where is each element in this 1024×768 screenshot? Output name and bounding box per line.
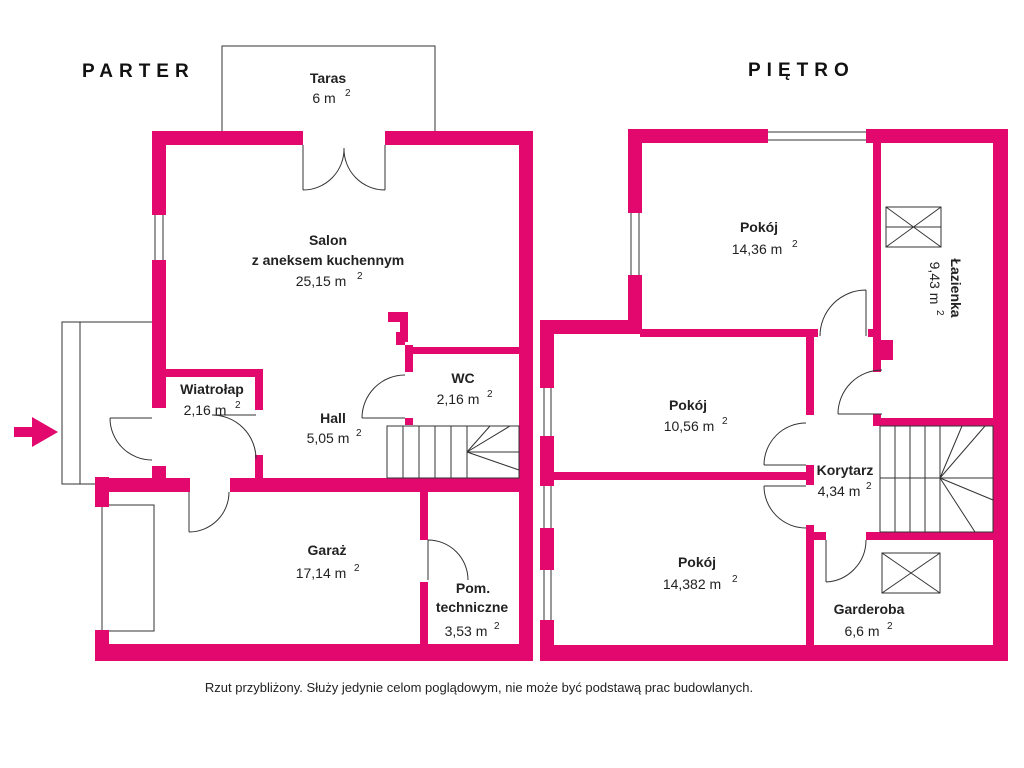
svg-text:2: 2: [732, 574, 738, 585]
svg-text:2: 2: [354, 563, 360, 574]
svg-text:2,16 m: 2,16 m: [184, 402, 227, 418]
wall: [806, 532, 1006, 540]
svg-text:Salon: Salon: [309, 232, 347, 248]
svg-text:14,36 m: 14,36 m: [732, 241, 783, 257]
svg-text:Korytarz: Korytarz: [817, 462, 874, 478]
svg-text:10,56 m: 10,56 m: [664, 418, 715, 434]
upper-floor: [539, 128, 1008, 661]
room-salon: Salon z aneksem kuchennym 25,15 m 2: [252, 232, 405, 289]
svg-text:25,15 m: 25,15 m: [296, 273, 347, 289]
svg-text:5,05 m: 5,05 m: [307, 430, 350, 446]
ground-floor-title: PARTER: [82, 61, 195, 82]
svg-text:9,43 m: 9,43 m: [927, 262, 943, 305]
porch-outline: [61, 321, 155, 485]
svg-text:6 m: 6 m: [312, 90, 335, 106]
svg-text:Pom.: Pom.: [456, 580, 490, 596]
svg-text:Taras: Taras: [310, 70, 347, 86]
room-wc: WC 2,16 m 2: [437, 370, 493, 407]
svg-text:2: 2: [345, 88, 351, 99]
wall: [95, 644, 533, 661]
skylight-icon: [885, 206, 942, 248]
room-pokoj-2: Pokój 10,56 m 2: [664, 397, 728, 434]
room-techniczne: Pom. techniczne 3,53 m 2: [436, 580, 509, 639]
room-pokoj-1: Pokój 14,36 m 2: [732, 219, 798, 257]
room-korytarz: Korytarz 4,34 m 2: [817, 462, 874, 499]
upper-stairs: [879, 425, 994, 533]
skylight-icon: [881, 552, 941, 594]
svg-text:2: 2: [866, 481, 872, 492]
terrace-door: [302, 145, 386, 191]
ground-stairs: [386, 425, 520, 479]
ground-floor: [14, 45, 533, 661]
wall: [95, 478, 533, 492]
wall: [152, 369, 262, 377]
wall: [400, 312, 408, 342]
svg-text:Wiatrołap: Wiatrołap: [180, 381, 244, 397]
wall: [873, 340, 893, 360]
svg-text:17,14 m: 17,14 m: [296, 565, 347, 581]
svg-text:3,53 m: 3,53 m: [445, 623, 488, 639]
room-garaz: Garaż 17,14 m 2: [296, 542, 360, 581]
svg-text:2: 2: [887, 621, 893, 632]
svg-text:Łazienka: Łazienka: [948, 258, 964, 317]
svg-text:2: 2: [357, 271, 363, 282]
upper-floor-title: PIĘTRO: [748, 60, 855, 81]
svg-text:2: 2: [934, 310, 945, 316]
room-garderoba: Garderoba 6,6 m 2: [834, 601, 905, 639]
wall: [873, 418, 1000, 426]
svg-text:Garaż: Garaż: [308, 542, 347, 558]
entrance-door: [109, 417, 153, 461]
svg-text:2,16 m: 2,16 m: [437, 391, 480, 407]
wall: [640, 329, 880, 337]
room-hall: Hall 5,05 m 2: [307, 410, 362, 446]
disclaimer-text: Rzut przybliżony. Służy jedynie celom po…: [205, 680, 753, 695]
wall: [540, 320, 642, 334]
wall: [95, 630, 109, 661]
wall: [993, 129, 1008, 661]
svg-text:2: 2: [722, 416, 728, 427]
svg-text:2: 2: [235, 400, 241, 411]
wall: [873, 136, 881, 418]
svg-text:z aneksem kuchennym: z aneksem kuchennym: [252, 252, 405, 268]
wall: [540, 645, 1008, 661]
room-pokoj-3: Pokój 14,382 m 2: [663, 554, 738, 592]
wall: [388, 312, 408, 322]
svg-text:2: 2: [356, 428, 362, 439]
svg-text:2: 2: [487, 389, 493, 400]
room-taras: Taras 6 m 2: [310, 70, 351, 106]
room-lazienka: Łazienka 9,43 m 2: [927, 258, 964, 317]
wall: [550, 472, 810, 480]
svg-text:6,6 m: 6,6 m: [844, 623, 879, 639]
svg-text:Pokój: Pokój: [678, 554, 716, 570]
garage-door-outline: [101, 504, 155, 632]
svg-text:14,382 m: 14,382 m: [663, 576, 721, 592]
svg-text:2: 2: [792, 239, 798, 250]
wall: [519, 131, 533, 661]
svg-text:Hall: Hall: [320, 410, 346, 426]
svg-text:Pokój: Pokój: [669, 397, 707, 413]
svg-text:2: 2: [494, 621, 500, 632]
svg-text:Pokój: Pokój: [740, 219, 778, 235]
svg-text:techniczne: techniczne: [436, 599, 509, 615]
entrance-arrow-icon: [14, 417, 58, 447]
svg-text:Garderoba: Garderoba: [834, 601, 905, 617]
wall: [405, 347, 533, 354]
terrace-outline: [221, 45, 436, 133]
svg-text:4,34 m: 4,34 m: [818, 483, 861, 499]
svg-text:WC: WC: [451, 370, 474, 386]
room-wiatrolap: Wiatrołap 2,16 m 2: [180, 381, 244, 418]
